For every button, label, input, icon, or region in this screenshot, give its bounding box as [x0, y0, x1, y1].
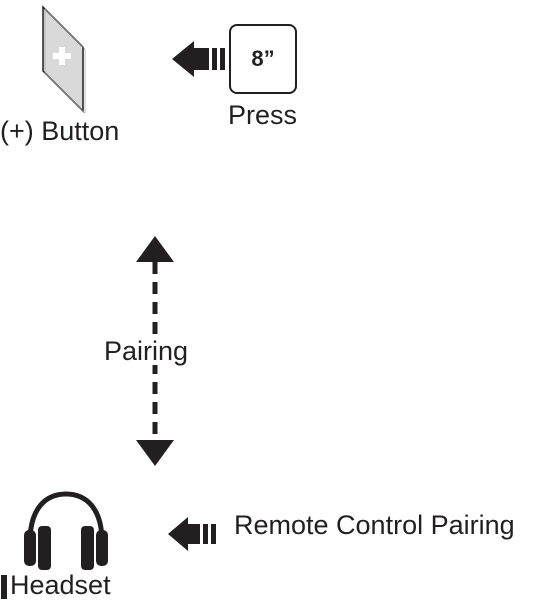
- remote-control-pairing-label: Remote Control Pairing: [234, 510, 515, 540]
- press-duration-text: 8”: [251, 46, 275, 71]
- headphones-icon: [24, 491, 108, 570]
- headset-label: Headset: [10, 570, 111, 600]
- remote-left-arrow-icon: [168, 517, 216, 551]
- press-duration-key: 8”: [229, 24, 297, 94]
- press-label: Press: [228, 100, 298, 130]
- pairing-label: Pairing: [102, 336, 191, 366]
- plus-button-icon: [42, 5, 86, 114]
- press-left-arrow-icon: [172, 41, 225, 77]
- plus-button-label: (+) Button: [0, 116, 120, 146]
- headset-marker: [1, 575, 7, 599]
